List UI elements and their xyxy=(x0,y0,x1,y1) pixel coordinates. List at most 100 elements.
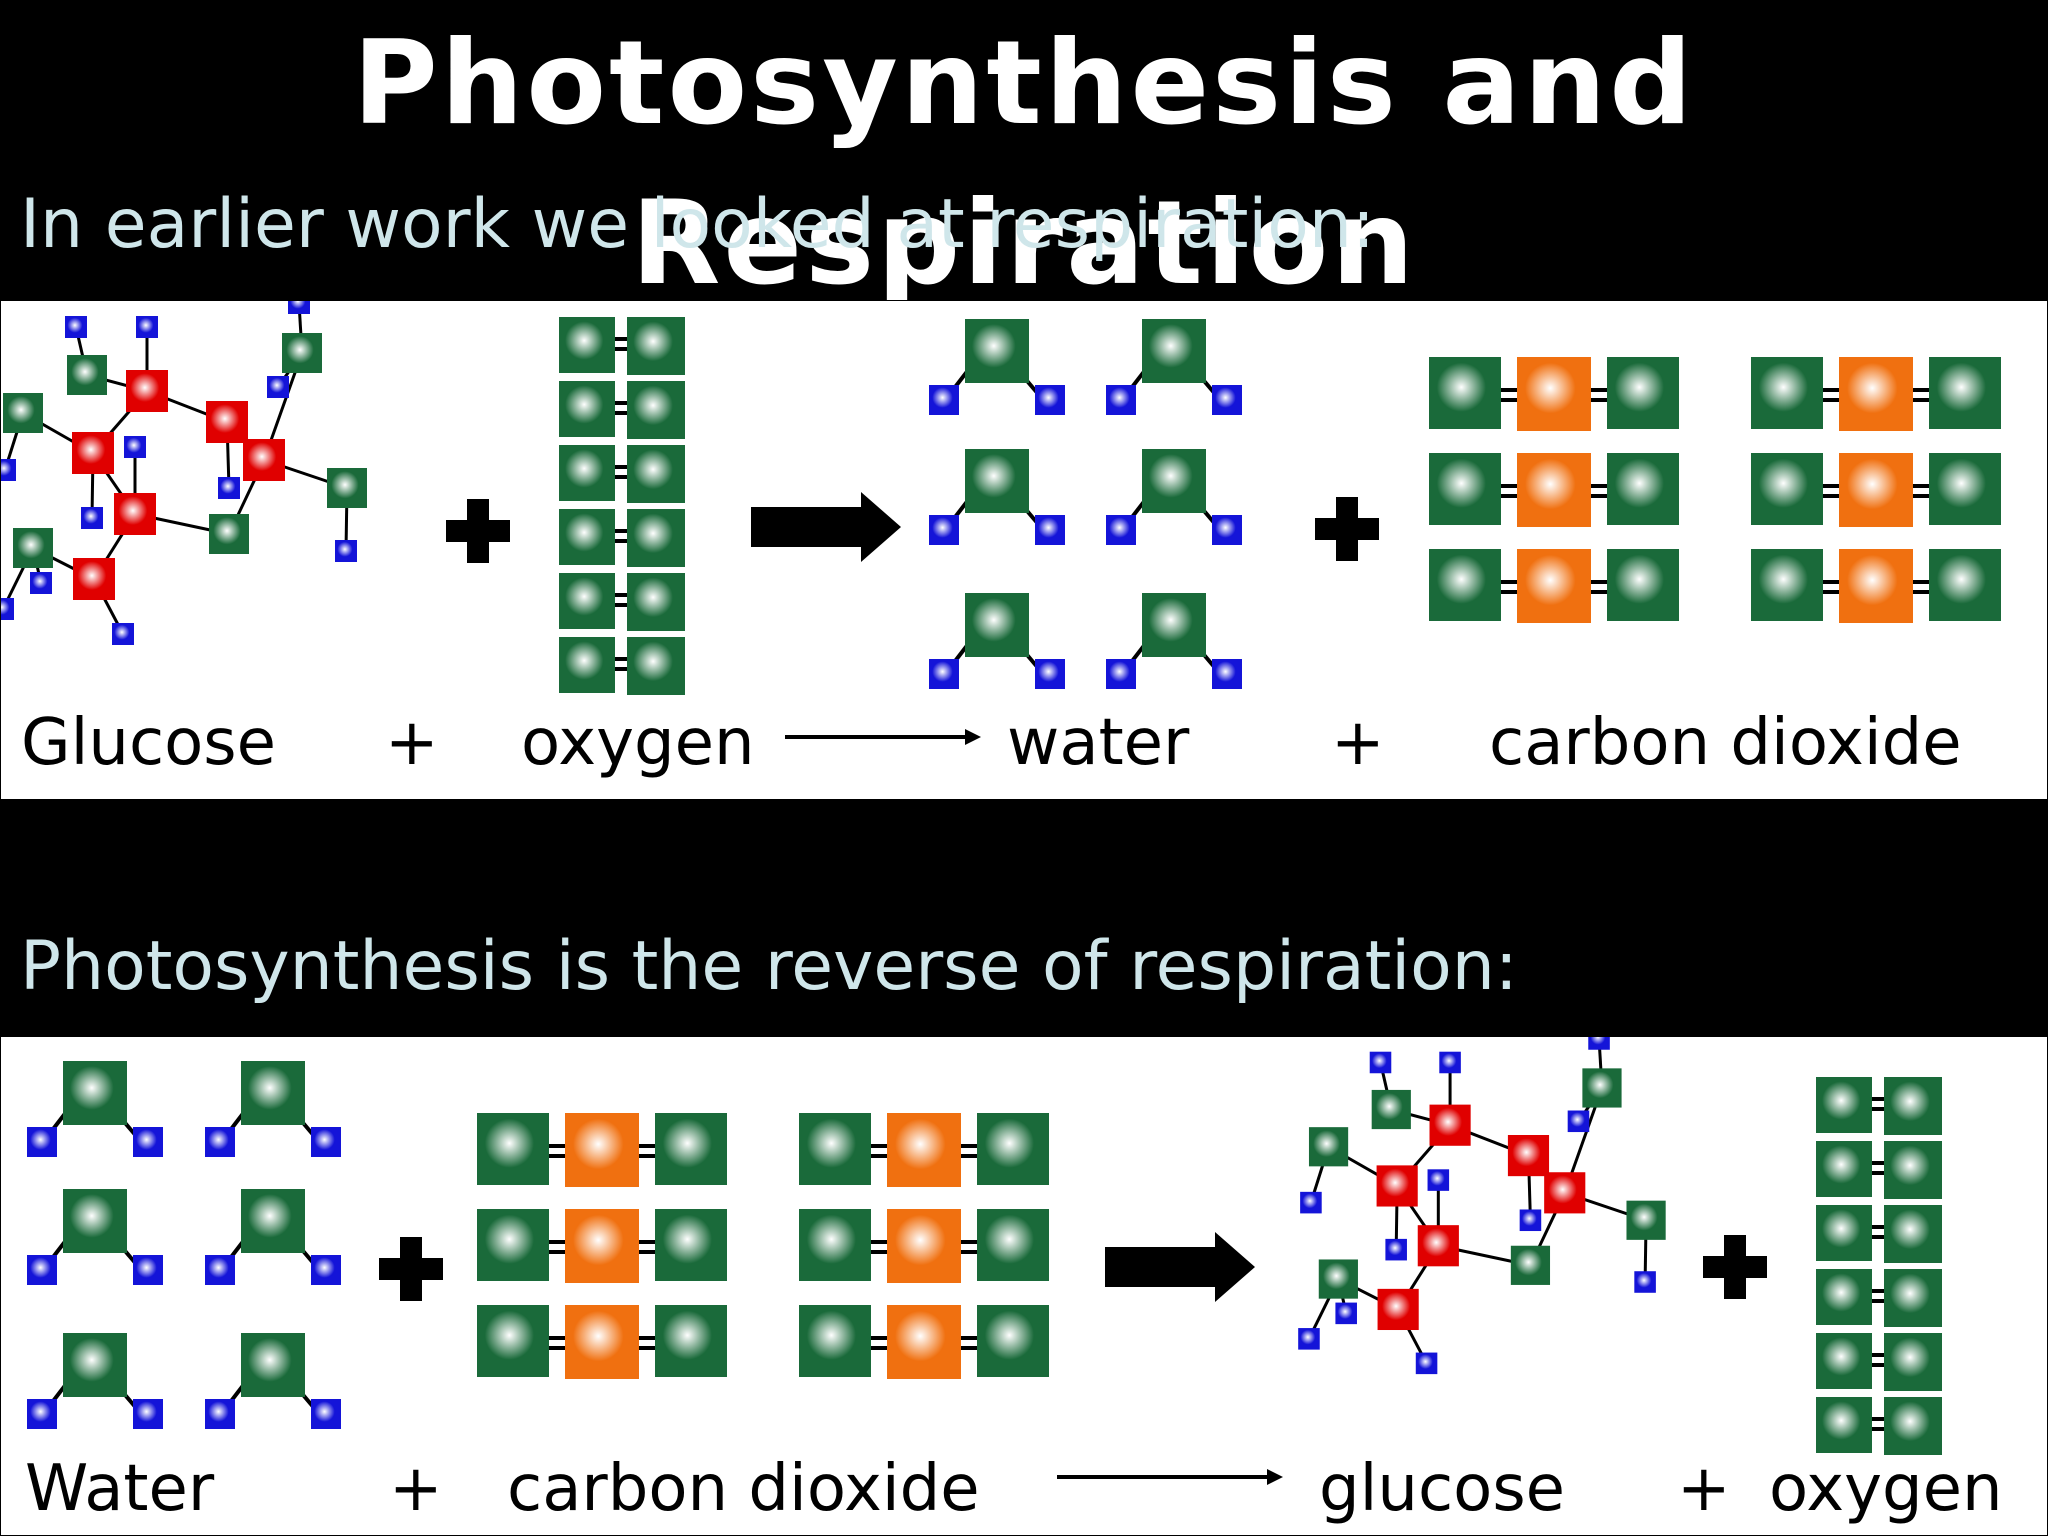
oxygen-atom xyxy=(1816,1269,1872,1325)
oxygen-atom xyxy=(477,1113,549,1185)
water-molecule xyxy=(205,1061,341,1157)
plus-label: + xyxy=(1331,706,1385,780)
hydrogen-atom xyxy=(1567,1110,1590,1133)
oxygen-atom xyxy=(1884,1333,1942,1391)
oxygen-atom xyxy=(1429,357,1501,429)
oxygen-molecule xyxy=(1816,1077,1942,1135)
water-molecule xyxy=(27,1061,163,1157)
water-molecule xyxy=(205,1189,341,1285)
carbon-dioxide-molecule xyxy=(1751,357,2001,431)
oxygen-atom xyxy=(1816,1397,1872,1453)
hydrogen-atom xyxy=(1385,1238,1407,1261)
oxygen-atom xyxy=(1582,1068,1622,1108)
hydrogen-atom xyxy=(133,1127,163,1157)
water-molecule xyxy=(27,1189,163,1285)
oxygen-atom xyxy=(3,393,43,433)
oxygen-molecule xyxy=(1816,1269,1942,1327)
hydrogen-atom xyxy=(1212,659,1242,689)
hydrogen-atom xyxy=(311,1255,341,1285)
oxygen-molecule xyxy=(559,509,685,567)
glucose-molecule xyxy=(1,301,367,645)
carbon-atom xyxy=(1517,453,1591,527)
hydrogen-atom xyxy=(27,1127,57,1157)
carbon-atom xyxy=(565,1305,639,1379)
hydrogen-atom xyxy=(1106,515,1136,545)
hydrogen-atom xyxy=(929,515,959,545)
oxygen-atom xyxy=(1510,1245,1551,1285)
hydrogen-atom xyxy=(133,1399,163,1429)
oxygen-atom xyxy=(1816,1205,1872,1261)
oxygen-atom xyxy=(63,1189,127,1253)
hydrogen-atom xyxy=(1439,1051,1461,1074)
oxygen-atom xyxy=(559,445,615,501)
oxygen-atom xyxy=(63,1061,127,1125)
carbon-atom xyxy=(1417,1225,1459,1267)
oxygen-atom xyxy=(799,1113,871,1185)
hydrogen-atom xyxy=(133,1255,163,1285)
hydrogen-atom xyxy=(1035,515,1065,545)
carbon-dioxide-molecule xyxy=(1751,453,2001,527)
hydrogen-atom xyxy=(1,598,14,620)
hydrogen-atom xyxy=(205,1399,235,1429)
oxygen-molecule xyxy=(559,573,685,631)
carbon-atom xyxy=(114,493,156,535)
photosynthesis-intro: Photosynthesis is the reverse of respira… xyxy=(20,927,1518,1006)
carbon-atom xyxy=(887,1305,961,1379)
water-molecule xyxy=(929,593,1065,689)
hydrogen-atom xyxy=(81,507,103,529)
hydrogen-atom xyxy=(30,572,52,594)
oxygen-molecule xyxy=(1816,1397,1942,1455)
carbon-atom xyxy=(565,1113,639,1187)
hydrogen-atom xyxy=(27,1399,57,1429)
plus-sign-icon xyxy=(446,499,510,563)
oxygen-atom xyxy=(1884,1077,1942,1135)
carbon-atom xyxy=(1376,1165,1418,1207)
carbon-atom xyxy=(1839,357,1913,431)
carbon-atom xyxy=(565,1209,639,1283)
hydrogen-atom xyxy=(1,459,16,481)
carbon-atom xyxy=(1517,549,1591,623)
carbon-atom xyxy=(72,432,114,474)
plus-sign-icon xyxy=(379,1237,443,1301)
oxygen-atom xyxy=(1929,549,2001,621)
oxygen-atom xyxy=(977,1113,1049,1185)
carbon-dioxide-molecule xyxy=(1429,357,1679,431)
oxygen-molecule xyxy=(1816,1141,1942,1199)
oxygen-atom xyxy=(282,333,322,373)
carbon-atom xyxy=(206,401,248,443)
oxygen-atom xyxy=(1142,593,1206,657)
oxygen-label: oxygen xyxy=(1769,1452,2003,1526)
hydrogen-atom xyxy=(335,540,357,562)
oxygen-atom xyxy=(627,445,685,503)
reaction-arrow-icon xyxy=(751,492,901,562)
oxygen-atom xyxy=(655,1305,727,1377)
carbon-atom xyxy=(126,370,168,412)
hydrogen-atom xyxy=(27,1255,57,1285)
hydrogen-atom xyxy=(205,1255,235,1285)
hydrogen-atom xyxy=(1634,1271,1656,1293)
yields-arrow-icon xyxy=(785,729,981,745)
plus-sign-icon xyxy=(1315,497,1379,561)
oxygen-atom xyxy=(559,381,615,437)
hydrogen-atom xyxy=(1369,1051,1392,1074)
carbon-dioxide-molecule xyxy=(1429,549,1679,623)
water-molecule xyxy=(205,1333,341,1429)
carbon-atom xyxy=(887,1113,961,1187)
photosynthesis-panel: Water + carbon dioxide glucose + oxygen xyxy=(0,1036,2048,1536)
oxygen-atom xyxy=(559,573,615,629)
oxygen-atom xyxy=(977,1209,1049,1281)
plus-label: + xyxy=(385,706,439,780)
oxygen-atom xyxy=(1929,357,2001,429)
water-molecule xyxy=(1106,593,1242,689)
hydrogen-atom xyxy=(288,301,310,314)
oxygen-atom xyxy=(1816,1333,1872,1389)
carbon-dioxide-label: carbon dioxide xyxy=(1489,706,1962,780)
oxygen-atom xyxy=(1626,1200,1666,1240)
carbon-atom xyxy=(1429,1104,1471,1146)
oxygen-molecule xyxy=(1816,1333,1942,1391)
hydrogen-atom xyxy=(1212,385,1242,415)
carbon-atom xyxy=(73,558,115,600)
oxygen-atom xyxy=(1884,1397,1942,1455)
oxygen-atom xyxy=(241,1189,305,1253)
oxygen-atom xyxy=(1318,1259,1358,1299)
